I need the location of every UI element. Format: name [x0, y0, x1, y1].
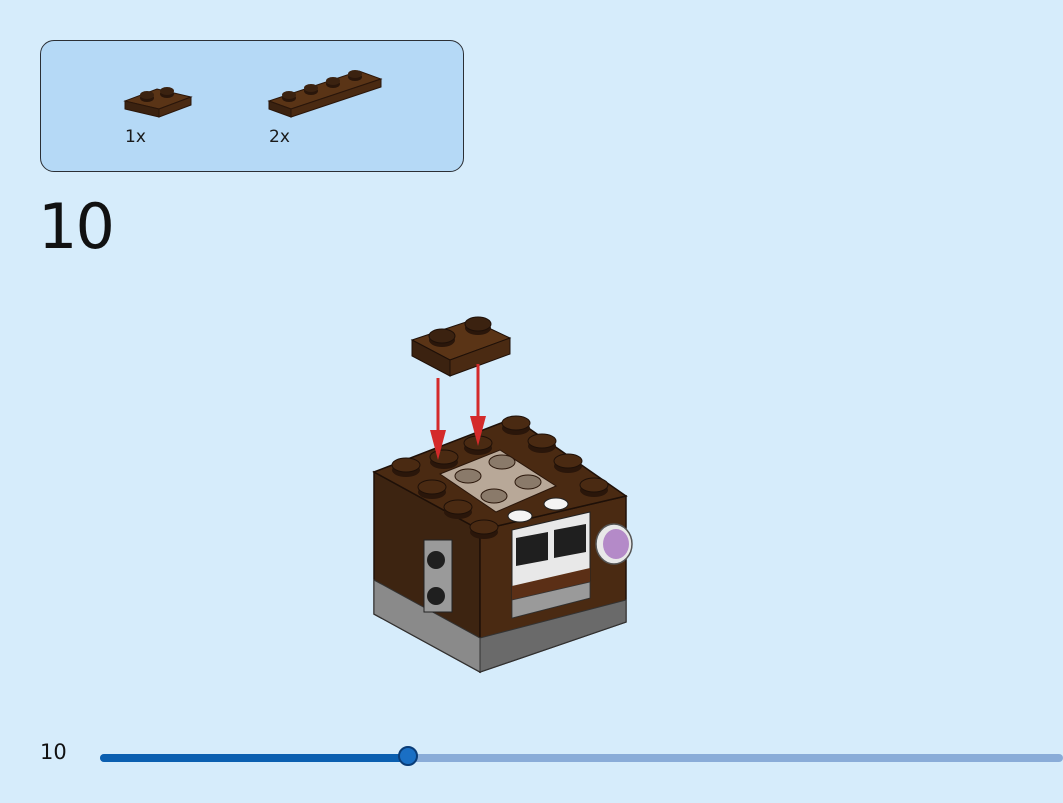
page-number: 10	[40, 740, 67, 764]
down-arrow-icon	[430, 364, 486, 460]
parts-list-box: 1x 2x	[40, 40, 464, 172]
build-illustration	[340, 300, 650, 684]
brown-plate-1x4-icon	[267, 70, 383, 118]
part-qty: 2x	[269, 127, 290, 147]
brown-plate-1x2-icon	[123, 87, 193, 118]
brick-model-icon	[372, 316, 633, 674]
progress-bar[interactable]	[100, 746, 1063, 766]
progress-track	[100, 754, 1063, 762]
step-number: 10	[38, 190, 115, 263]
progress-fill	[100, 754, 408, 762]
part-qty: 1x	[125, 127, 146, 147]
part-item-plate-1x2: 1x	[123, 81, 195, 147]
part-item-plate-1x4: 2x	[267, 65, 385, 147]
progress-handle[interactable]	[398, 746, 418, 766]
